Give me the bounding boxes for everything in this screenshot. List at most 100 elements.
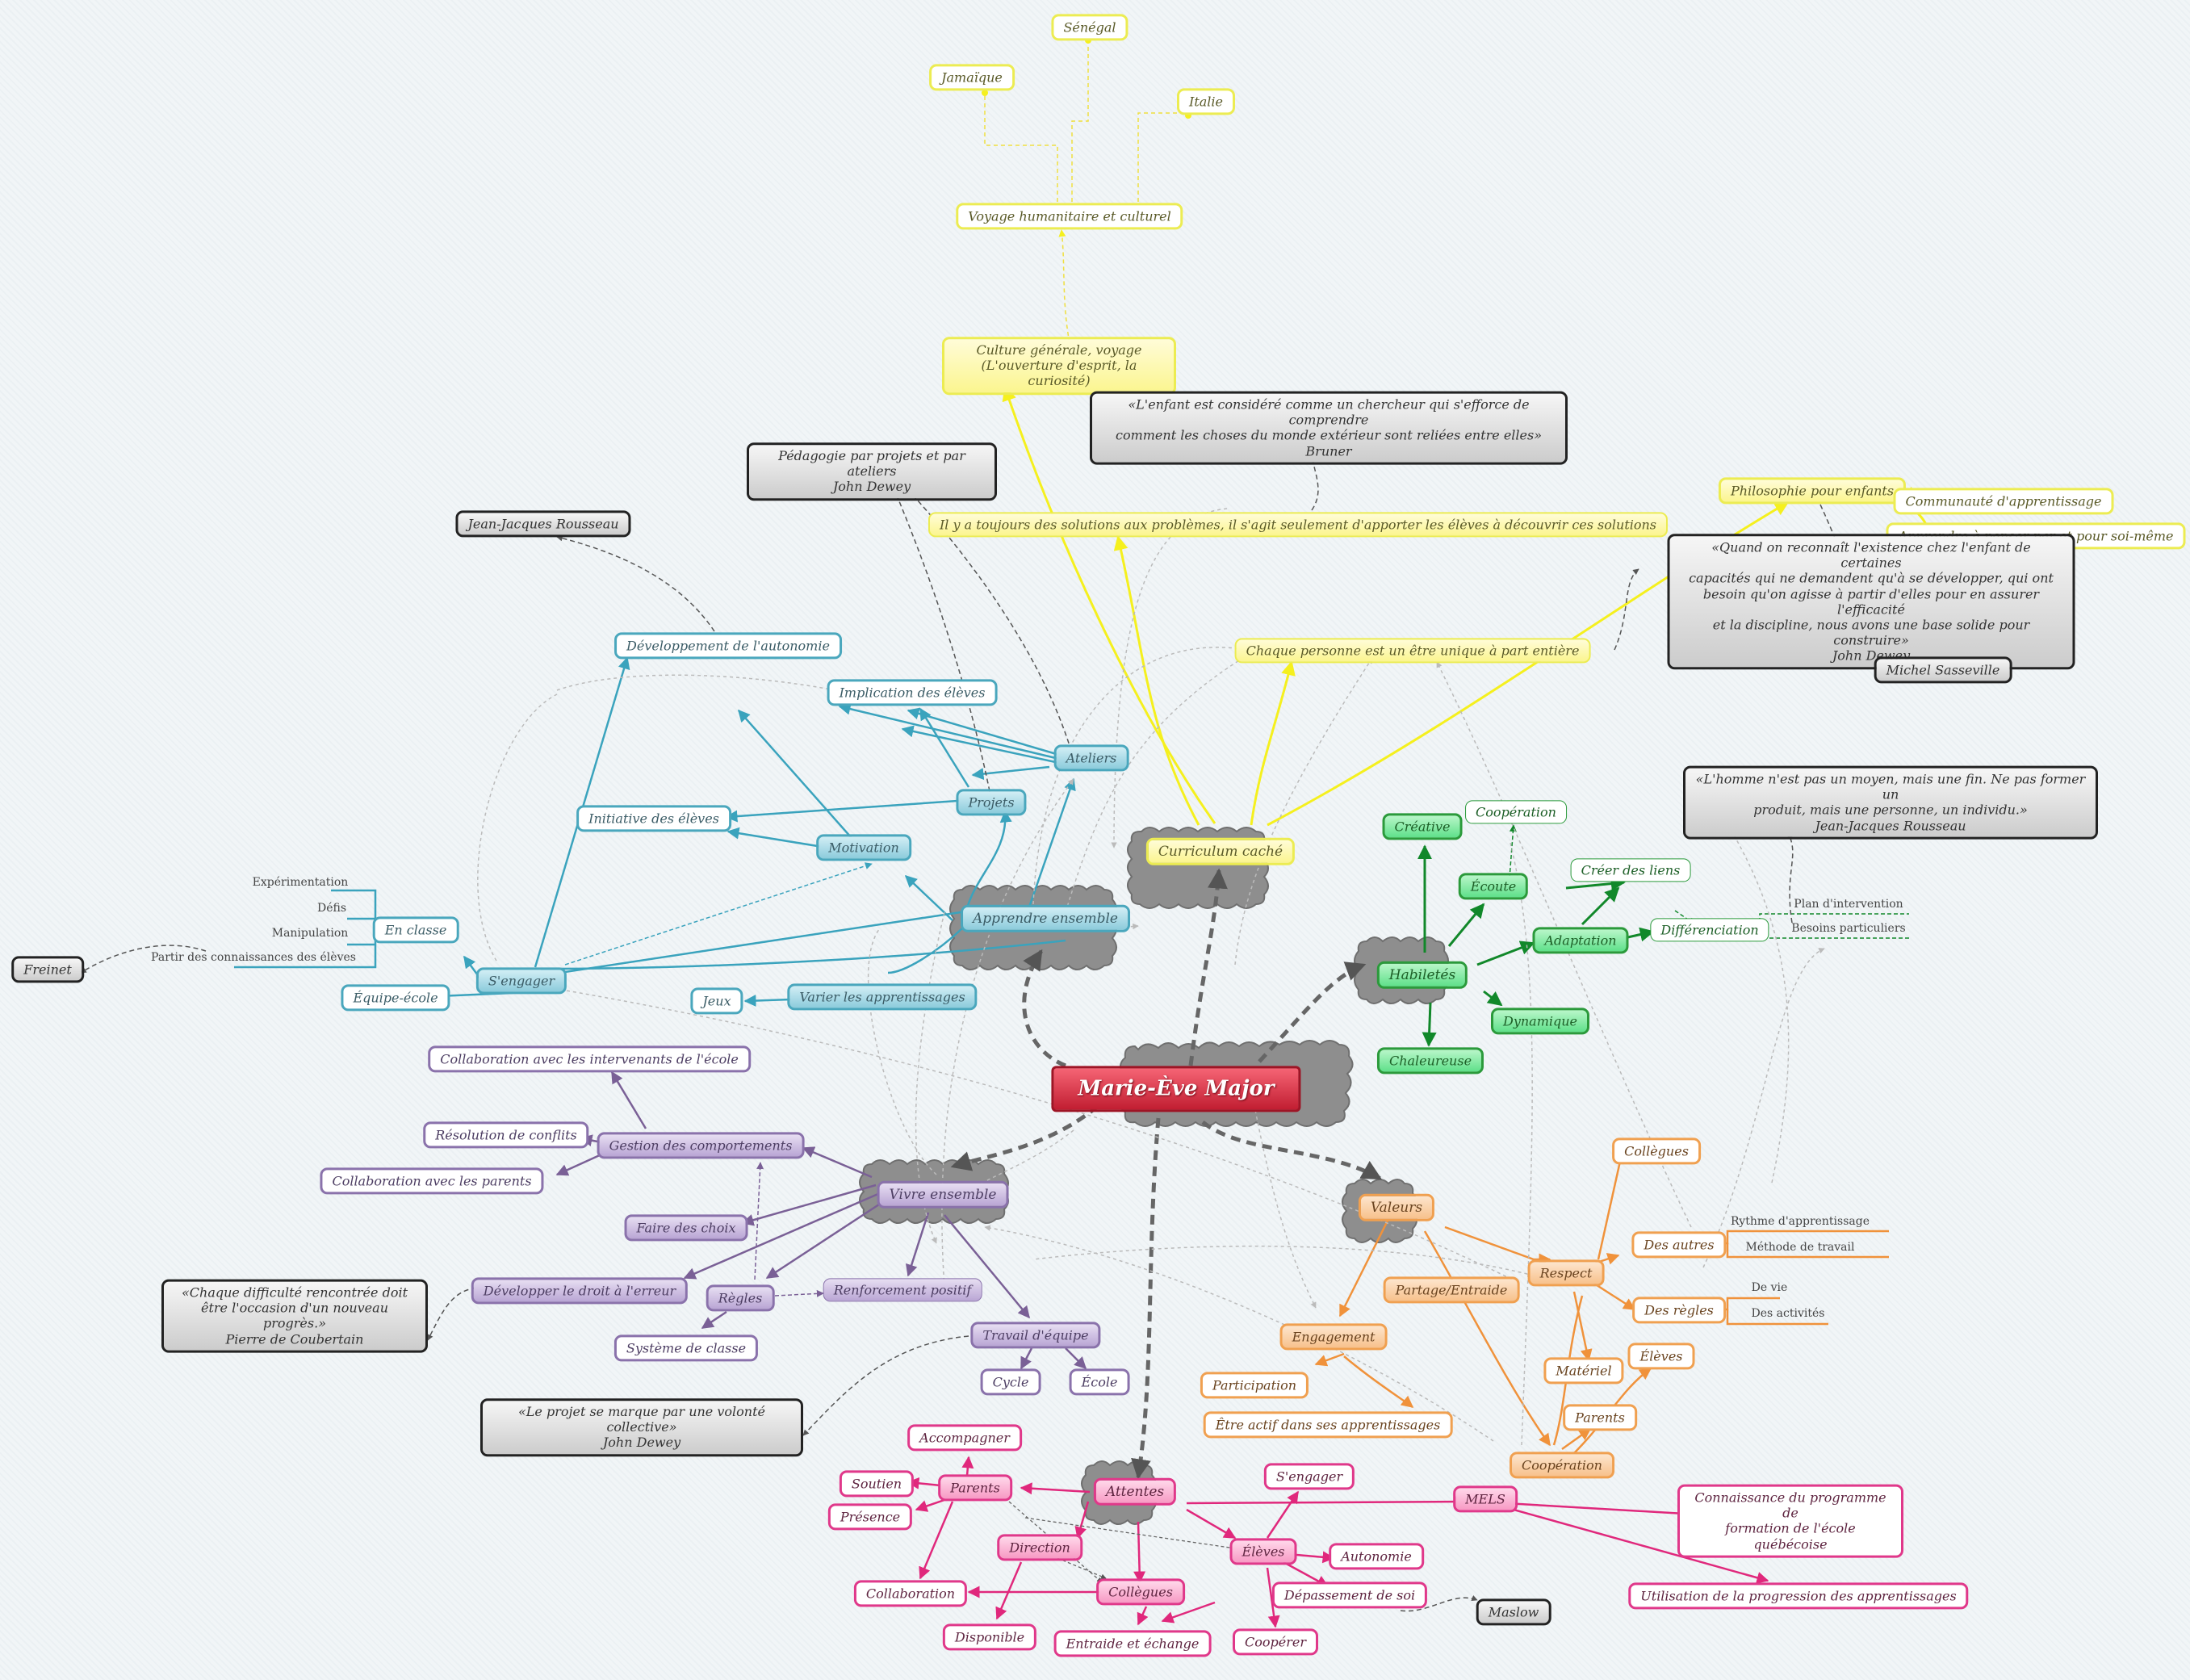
ecole-node[interactable]: École xyxy=(1069,1368,1130,1396)
solutions-node[interactable]: Il y a toujours des solutions aux problè… xyxy=(928,512,1669,538)
bruner-line-1: «L'enfant est considéré comme un cherche… xyxy=(1128,396,1530,428)
implication-eleves-node[interactable]: Implication des élèves xyxy=(827,679,998,706)
en-classe-node[interactable]: En classe xyxy=(372,916,459,944)
dewey-line-3: besoin qu'on agisse à partir d'elles pou… xyxy=(1702,585,2040,617)
culture-line-1: Culture générale, voyage xyxy=(976,342,1142,358)
collegues-orange-node[interactable]: Collègues xyxy=(1612,1137,1701,1165)
des-regles-item-1: De vie xyxy=(1751,1281,1788,1294)
philosophie-enfants-node[interactable]: Philosophie pour enfants xyxy=(1718,477,1907,505)
systeme-classe-node[interactable]: Système de classe xyxy=(613,1334,759,1362)
branch-valeurs[interactable]: Valeurs xyxy=(1358,1193,1435,1222)
presence-node[interactable]: Présence xyxy=(827,1503,913,1531)
maslow-node: Maslow xyxy=(1476,1598,1551,1626)
coubertain-line-1: «Chaque difficulté rencontrée doit xyxy=(182,1284,408,1301)
cooperer-node[interactable]: Coopérer xyxy=(1233,1628,1318,1656)
materiel-node[interactable]: Matériel xyxy=(1543,1357,1624,1385)
partage-entraide-node[interactable]: Partage/Entraide xyxy=(1383,1276,1520,1304)
etre-actif-node[interactable]: Être actif dans ses apprentissages xyxy=(1203,1411,1453,1439)
pedagogie-author: John Dewey xyxy=(832,479,911,495)
equipe-ecole-node[interactable]: Équipe-école xyxy=(341,984,450,1012)
collegues-pink-node[interactable]: Collègues xyxy=(1096,1578,1185,1606)
travail-equipe-node[interactable]: Travail d'équipe xyxy=(970,1322,1101,1349)
chaleureuse-node[interactable]: Chaleureuse xyxy=(1376,1047,1484,1075)
cooperation-orange-node[interactable]: Coopération xyxy=(1510,1452,1614,1479)
direction-node[interactable]: Direction xyxy=(997,1534,1082,1561)
branch-vivre-ensemble[interactable]: Vivre ensemble xyxy=(877,1180,1009,1209)
engagement-node[interactable]: Engagement xyxy=(1279,1323,1388,1351)
connaissance-line-2: formation de l'école québécoise xyxy=(1725,1521,1856,1552)
progression-apprentissages-node[interactable]: Utilisation de la progression des appren… xyxy=(1628,1582,1969,1610)
central-topic[interactable]: Marie-Ève Major xyxy=(1051,1066,1301,1112)
regles-node[interactable]: Règles xyxy=(706,1284,775,1312)
respect-node[interactable]: Respect xyxy=(1527,1259,1605,1287)
branch-attentes[interactable]: Attentes xyxy=(1093,1477,1177,1506)
dynamique-node[interactable]: Dynamique xyxy=(1490,1008,1590,1035)
des-autres-node[interactable]: Des autres xyxy=(1631,1231,1727,1259)
en-classe-item-4: Partir des connaissances des élèves xyxy=(151,951,356,964)
participation-node[interactable]: Participation xyxy=(1200,1372,1309,1399)
branch-apprendre-ensemble[interactable]: Apprendre ensemble xyxy=(961,904,1130,933)
ateliers-node[interactable]: Ateliers xyxy=(1053,744,1129,772)
connaissance-programme-node[interactable]: Connaissance du programme de formation d… xyxy=(1677,1484,1903,1558)
ecoute-node[interactable]: Écoute xyxy=(1458,873,1529,900)
parents-pink-node[interactable]: Parents xyxy=(938,1474,1012,1502)
sengager-pink-node[interactable]: S'engager xyxy=(1263,1463,1355,1490)
motivation-node[interactable]: Motivation xyxy=(816,834,911,861)
branch-curriculum-cache[interactable]: Curriculum caché xyxy=(1145,837,1296,866)
rousseau-line-2: produit, mais une personne, un individu.… xyxy=(1753,802,2028,818)
gestion-comportements-node[interactable]: Gestion des comportements xyxy=(597,1132,805,1159)
rousseau-author: Jean-Jacques Rousseau xyxy=(1815,818,1966,834)
sasseville-node: Michel Sasseville xyxy=(1874,656,2012,684)
disponible-node[interactable]: Disponible xyxy=(942,1623,1037,1651)
culture-generale-node[interactable]: Culture générale, voyage (L'ouverture d'… xyxy=(942,337,1176,395)
mels-node[interactable]: MELS xyxy=(1453,1485,1518,1513)
cycle-node[interactable]: Cycle xyxy=(980,1368,1041,1396)
orange-connectors xyxy=(1314,1149,1889,1454)
collab-parents-node[interactable]: Collaboration avec les parents xyxy=(320,1167,544,1195)
soutien-node[interactable]: Soutien xyxy=(839,1470,915,1498)
etre-unique-node[interactable]: Chaque personne est un être unique à par… xyxy=(1234,638,1591,664)
jeux-node[interactable]: Jeux xyxy=(690,987,743,1015)
creative-node[interactable]: Créative xyxy=(1382,813,1463,840)
purple-connectors xyxy=(555,1070,1087,1370)
cooperation-green-node[interactable]: Coopération xyxy=(1465,800,1567,824)
autonomie-pink-node[interactable]: Autonomie xyxy=(1329,1543,1424,1570)
dewey-line-2: capacités qui ne demandent qu'à se dével… xyxy=(1689,570,2054,586)
creer-liens-node[interactable]: Créer des liens xyxy=(1570,858,1691,882)
eleves-orange-node[interactable]: Élèves xyxy=(1627,1343,1695,1370)
adaptation-node[interactable]: Adaptation xyxy=(1532,927,1629,954)
italie-node[interactable]: Italie xyxy=(1177,88,1235,115)
projets-node[interactable]: Projets xyxy=(956,789,1027,816)
faire-choix-node[interactable]: Faire des choix xyxy=(624,1214,748,1242)
initiative-eleves-node[interactable]: Initiative des élèves xyxy=(576,805,731,832)
collaboration-pink-node[interactable]: Collaboration xyxy=(853,1580,968,1607)
developpement-autonomie-node[interactable]: Développement de l'autonomie xyxy=(614,632,842,660)
des-regles-node[interactable]: Des règles xyxy=(1632,1297,1726,1324)
droit-erreur-node[interactable]: Développer le droit à l'erreur xyxy=(471,1277,689,1305)
branch-habiletes[interactable]: Habiletés xyxy=(1376,961,1468,990)
jamaique-node[interactable]: Jamaïque xyxy=(929,64,1015,91)
eleves-pink-node[interactable]: Élèves xyxy=(1229,1538,1297,1565)
projet-collectif-quote: «Le projet se marque par une volonté col… xyxy=(480,1398,803,1456)
bruner-quote: «L'enfant est considéré comme un cherche… xyxy=(1090,391,1568,465)
collab-intervenants-node[interactable]: Collaboration avec les intervenants de l… xyxy=(428,1045,751,1073)
dewey-capacites-quote: «Quand on reconnaît l'existence chez l'e… xyxy=(1667,534,2075,669)
varier-apprentissages-node[interactable]: Varier les apprentissages xyxy=(787,983,978,1011)
entraide-echange-node[interactable]: Entraide et échange xyxy=(1053,1630,1212,1657)
rousseau-line-1: «L'homme n'est pas un moyen, mais une fi… xyxy=(1695,771,2086,802)
pedagogie-line-1: Pédagogie par projets et par ateliers xyxy=(778,448,965,480)
bruner-line-2: comment les choses du monde extérieur so… xyxy=(1115,428,1542,443)
sengager-node[interactable]: S'engager xyxy=(475,967,567,995)
en-classe-item-2: Défis xyxy=(316,902,347,915)
parents-orange-node[interactable]: Parents xyxy=(1563,1404,1637,1431)
renforcement-positif-node[interactable]: Renforcement positif xyxy=(823,1278,982,1302)
dewey-line-1: «Quand on reconnaît l'existence chez l'e… xyxy=(1711,539,2031,571)
depassement-soi-node[interactable]: Dépassement de soi xyxy=(1271,1582,1428,1609)
accompagner-node[interactable]: Accompagner xyxy=(907,1424,1022,1452)
communaute-node[interactable]: Communauté d'apprentissage xyxy=(1893,488,2114,515)
differenciation-node[interactable]: Différenciation xyxy=(1650,918,1769,942)
voyage-node[interactable]: Voyage humanitaire et culturel xyxy=(956,203,1183,230)
senegal-node[interactable]: Sénégal xyxy=(1051,14,1128,41)
resolution-conflits-node[interactable]: Résolution de conflits xyxy=(423,1121,589,1149)
yellow-dashed xyxy=(984,40,1189,344)
